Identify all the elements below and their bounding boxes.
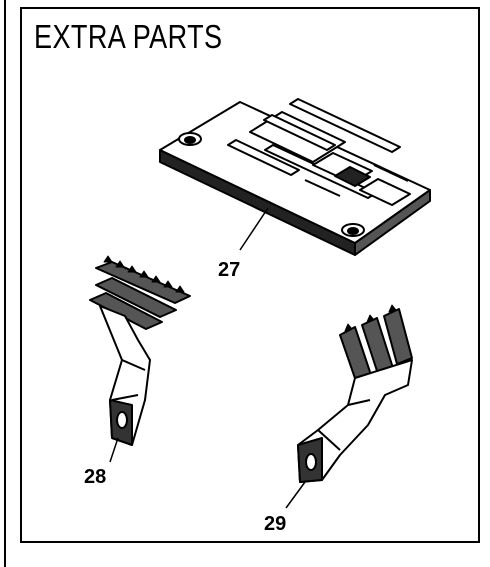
leader-line-27 xyxy=(239,207,269,251)
leader-line-28 xyxy=(109,437,119,463)
leader-line-29 xyxy=(285,481,306,509)
left-margin-rule xyxy=(4,0,6,567)
parts-box xyxy=(20,7,480,543)
feed-dog-left-illustration xyxy=(89,255,191,446)
feed-dog-right-illustration xyxy=(297,304,413,483)
section-title: EXTRA PARTS xyxy=(34,18,223,55)
needle-plate-illustration xyxy=(159,98,431,256)
callout-27: 27 xyxy=(218,259,240,281)
callout-29: 29 xyxy=(264,513,286,535)
callout-28: 28 xyxy=(84,466,106,488)
